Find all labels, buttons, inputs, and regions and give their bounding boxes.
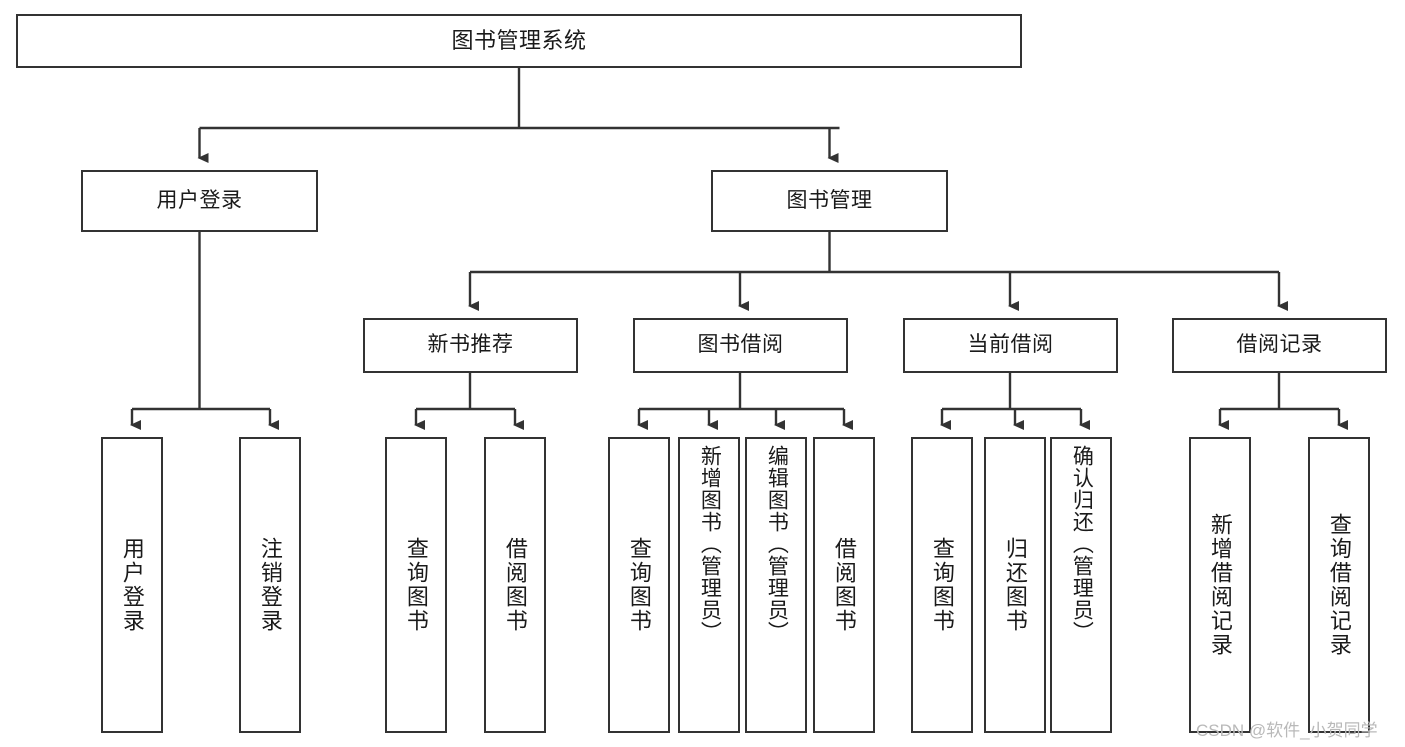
leaf-query-book-2[interactable]: 查询图书 <box>608 437 670 733</box>
leaf-logout-label: 注销登录 <box>257 537 283 633</box>
node-book-borrow-label: 图书借阅 <box>697 333 784 357</box>
leaf-query-record[interactable]: 查询借阅记录 <box>1308 437 1370 733</box>
node-user-login[interactable]: 用户登录 <box>81 170 318 232</box>
connector-root-to-level2 <box>197 68 840 163</box>
leaf-logout[interactable]: 注销登录 <box>239 437 301 733</box>
node-current-borrow[interactable]: 当前借阅 <box>903 318 1118 373</box>
node-new-book-rec[interactable]: 新书推荐 <box>363 318 578 373</box>
node-root[interactable]: 图书管理系统 <box>16 14 1022 68</box>
connector-borrowrecord-to-leaves <box>1218 373 1348 430</box>
connector-bookmanage-to-level3 <box>468 232 1288 311</box>
leaf-add-record[interactable]: 新增借阅记录 <box>1189 437 1251 733</box>
leaf-user-login-label: 用户登录 <box>119 537 145 633</box>
node-user-login-label: 用户登录 <box>156 188 243 212</box>
leaf-query-book-1-label: 查询图书 <box>403 537 429 633</box>
leaf-borrow-book-1[interactable]: 借阅图书 <box>484 437 546 733</box>
node-current-borrow-label: 当前借阅 <box>967 333 1054 357</box>
node-new-book-rec-label: 新书推荐 <box>427 333 514 357</box>
leaf-query-book-3[interactable]: 查询图书 <box>911 437 973 733</box>
leaf-query-book-1[interactable]: 查询图书 <box>385 437 447 733</box>
node-root-label: 图书管理系统 <box>451 28 587 54</box>
connector-newbookrec-to-leaves <box>414 373 524 430</box>
leaf-user-login[interactable]: 用户登录 <box>101 437 163 733</box>
leaf-borrow-book-2-label: 借阅图书 <box>831 537 857 633</box>
leaf-return-book[interactable]: 归还图书 <box>984 437 1046 733</box>
leaf-query-book-3-label: 查询图书 <box>929 537 955 633</box>
connector-userlogin-to-leaves <box>130 232 279 430</box>
leaf-edit-book[interactable]: 编辑图书（管理员） <box>745 437 807 733</box>
node-borrow-record-label: 借阅记录 <box>1236 333 1323 357</box>
leaf-add-record-label: 新增借阅记录 <box>1207 513 1233 657</box>
leaf-confirm-return[interactable]: 确认归还（管理员） <box>1050 437 1112 733</box>
node-book-manage[interactable]: 图书管理 <box>711 170 948 232</box>
connector-currentborrow-to-leaves <box>940 373 1090 430</box>
csdn-watermark: CSDN @软件_小贺同学 <box>1196 721 1378 740</box>
leaf-edit-book-label: 编辑图书（管理员） <box>765 445 789 643</box>
leaf-query-book-2-label: 查询图书 <box>626 537 652 633</box>
node-borrow-record[interactable]: 借阅记录 <box>1172 318 1387 373</box>
leaf-add-book-label: 新增图书（管理员） <box>698 445 722 643</box>
leaf-borrow-book-2[interactable]: 借阅图书 <box>813 437 875 733</box>
leaf-return-book-label: 归还图书 <box>1002 537 1028 633</box>
leaf-borrow-book-1-label: 借阅图书 <box>502 537 528 633</box>
connector-bookborrow-to-leaves <box>637 373 853 430</box>
node-book-manage-label: 图书管理 <box>786 188 873 212</box>
leaf-add-book[interactable]: 新增图书（管理员） <box>678 437 740 733</box>
leaf-query-record-label: 查询借阅记录 <box>1326 513 1352 657</box>
node-book-borrow[interactable]: 图书借阅 <box>633 318 848 373</box>
leaf-confirm-return-label: 确认归还（管理员） <box>1070 445 1094 643</box>
